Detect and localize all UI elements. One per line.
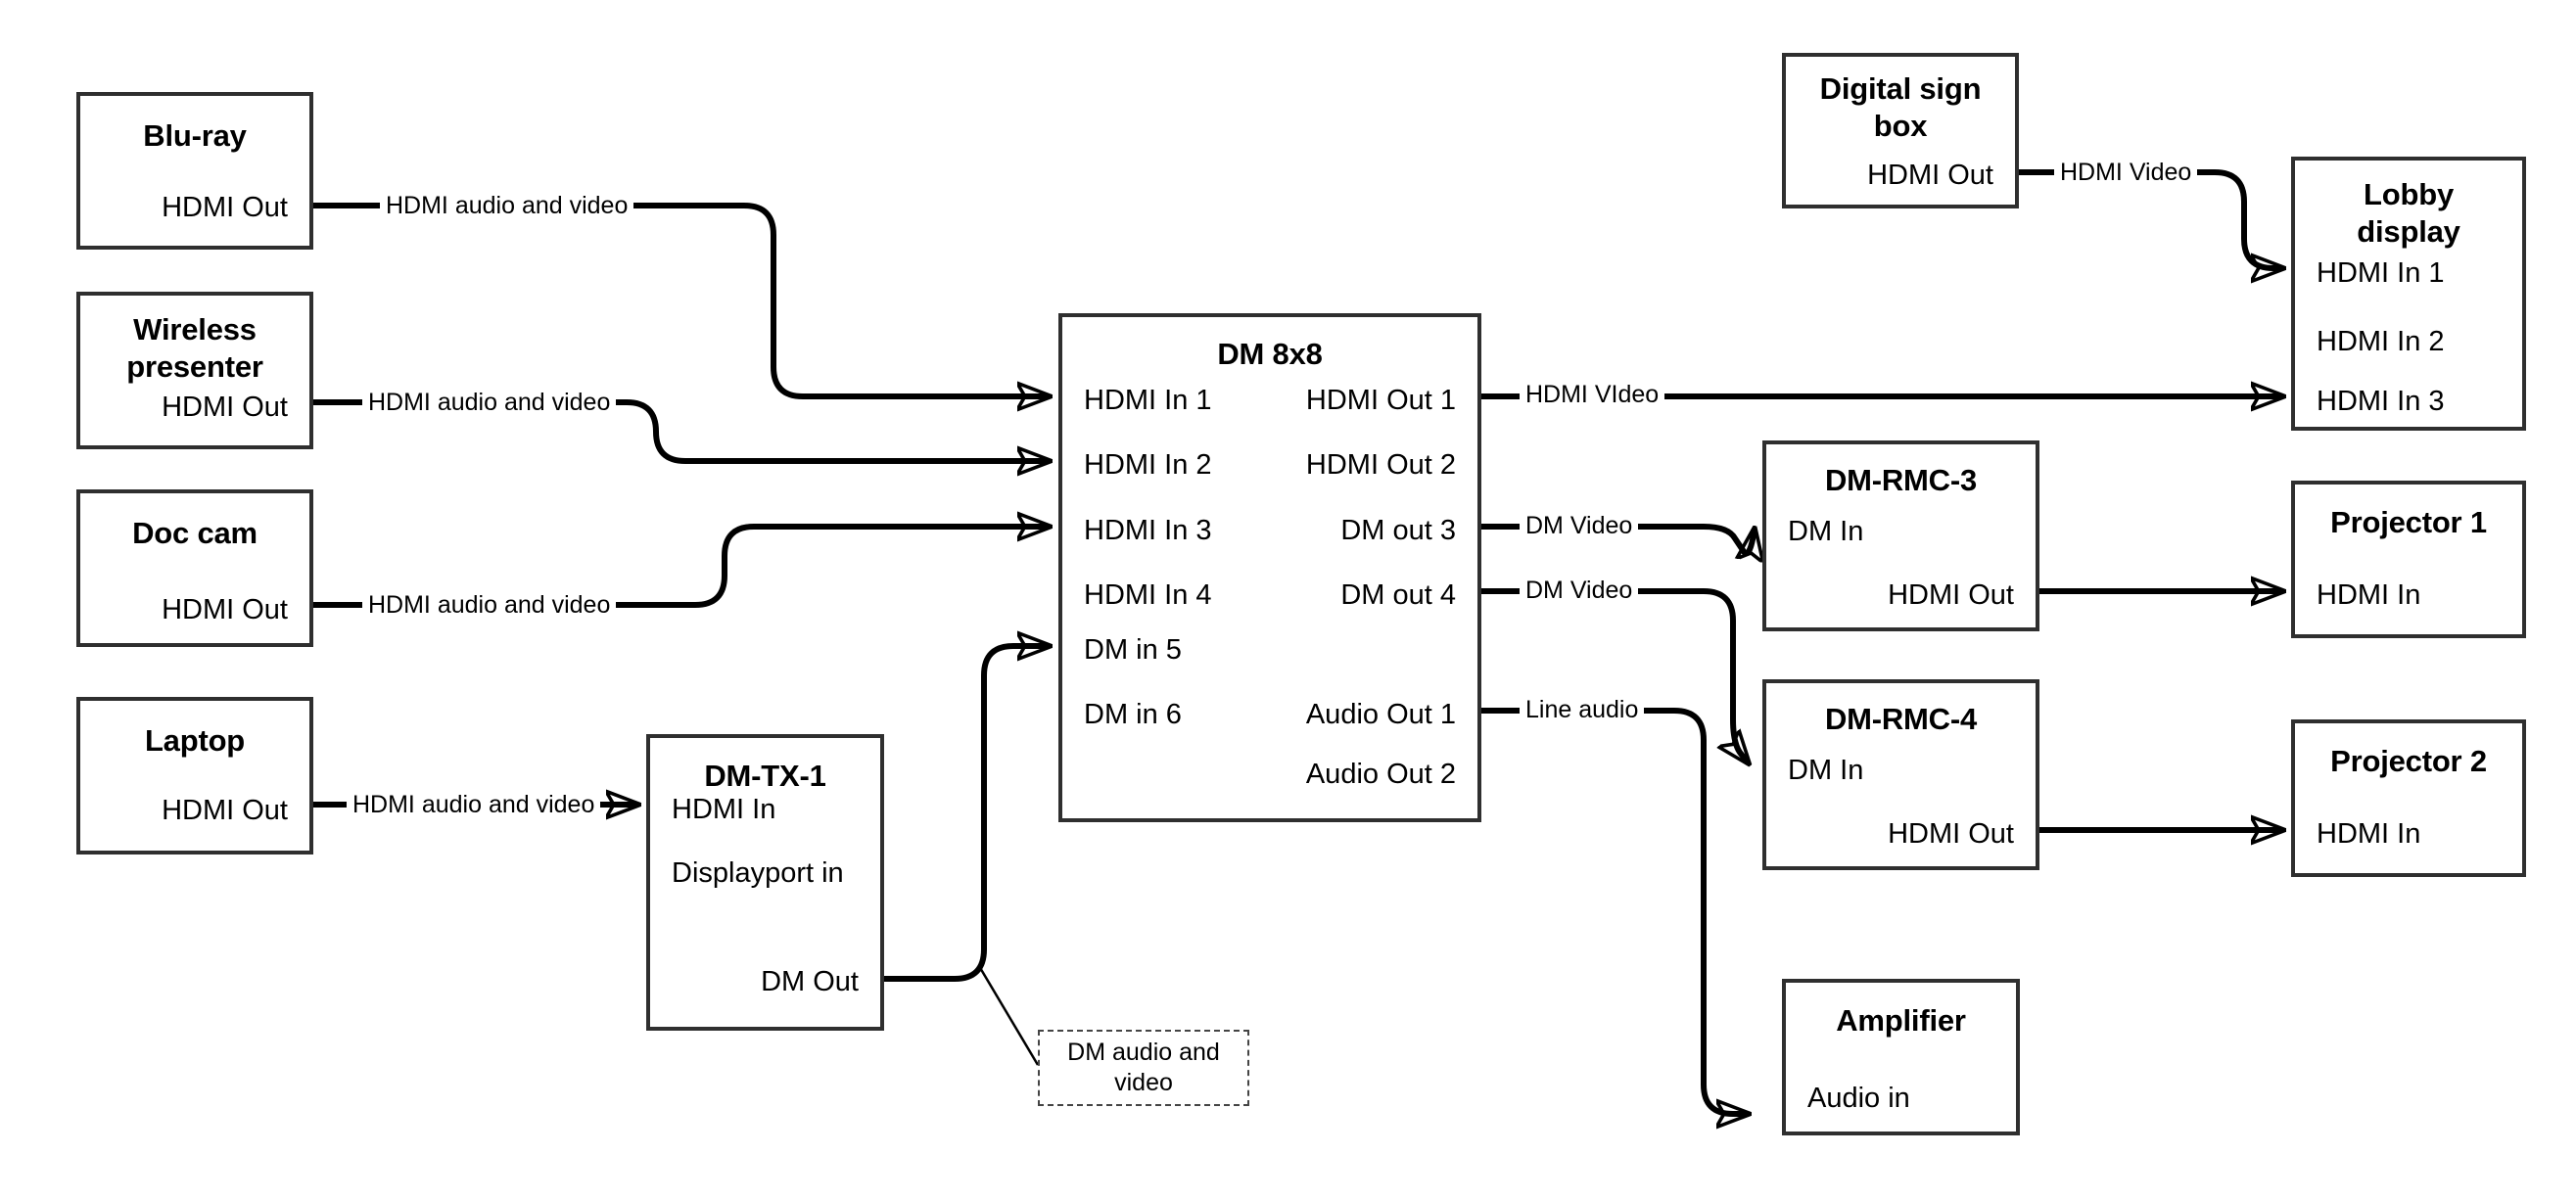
node-digital-sign-title-line1: Digital sign (1819, 71, 1982, 106)
port-dmtx1-hdmi-in[interactable]: HDMI In (672, 794, 776, 825)
port-lobby-hdmi-in-3[interactable]: HDMI In 3 (2317, 386, 2445, 417)
port-amplifier-audio-in[interactable]: Audio in (1807, 1083, 1910, 1114)
edge-label-dm-video-out4: DM Video (1520, 576, 1639, 605)
port-lobby-hdmi-in-2[interactable]: HDMI In 2 (2317, 326, 2445, 357)
port-projector1-hdmi-in[interactable]: HDMI In (2317, 579, 2421, 611)
node-dm-rmc-4[interactable]: DM-RMC-4 DM In HDMI Out (1762, 679, 2039, 870)
node-wireless-presenter[interactable]: Wireless presenter HDMI Out (76, 292, 313, 449)
port-doccam-hdmi-out[interactable]: HDMI Out (162, 594, 288, 625)
node-doc-cam[interactable]: Doc cam HDMI Out (76, 489, 313, 647)
node-projector-1-title: Projector 1 (2330, 505, 2487, 539)
port-rmc4-dm-in[interactable]: DM In (1788, 755, 1864, 786)
port-dm8x8-hdmi-out-1[interactable]: HDMI Out 1 (1305, 385, 1456, 416)
node-digital-sign-title-line2: box (1873, 109, 1928, 143)
port-rmc3-hdmi-out[interactable]: HDMI Out (1888, 579, 2014, 611)
edge-label-bluray: HDMI audio and video (380, 191, 634, 220)
port-bluray-hdmi-out[interactable]: HDMI Out (162, 192, 288, 223)
node-dm-rmc-4-title: DM-RMC-4 (1824, 702, 1978, 736)
node-dm-8x8[interactable]: DM 8x8 HDMI In 1 HDMI In 2 HDMI In 3 HDM… (1058, 313, 1481, 822)
port-dm8x8-audio-out-1[interactable]: Audio Out 1 (1305, 699, 1456, 730)
node-bluray[interactable]: Blu-ray HDMI Out (76, 92, 313, 250)
node-projector-1[interactable]: Projector 1 HDMI In (2291, 481, 2526, 638)
node-doc-cam-title: Doc cam (132, 516, 258, 550)
leader-dm-audio-video-note (977, 965, 1040, 1066)
port-dm8x8-dm-in-6[interactable]: DM in 6 (1084, 699, 1182, 730)
node-digital-sign-box[interactable]: Digital sign box HDMI Out (1782, 53, 2019, 208)
node-wireless-title-line2: presenter (126, 349, 263, 384)
port-wireless-hdmi-out[interactable]: HDMI Out (162, 392, 288, 423)
wire-bluray-to-dm8x8-in1 (313, 203, 1050, 396)
port-laptop-hdmi-out[interactable]: HDMI Out (162, 795, 288, 826)
node-dm-tx-1-title: DM-TX-1 (704, 759, 826, 793)
node-dm-8x8-title: DM 8x8 (1217, 337, 1323, 371)
edge-label-hdmi-video-out1: HDMI VIdeo (1520, 380, 1665, 409)
port-digital-sign-hdmi-out[interactable]: HDMI Out (1867, 160, 1993, 191)
node-amplifier-title: Amplifier (1836, 1003, 1966, 1038)
node-dm-rmc-3-title: DM-RMC-3 (1824, 463, 1978, 497)
port-dm8x8-dm-out-3[interactable]: DM out 3 (1340, 515, 1456, 546)
wire-dmtx1-to-dm8x8-in5 (884, 646, 1050, 982)
node-lobby-title-line1: Lobby (2364, 177, 2454, 211)
port-lobby-hdmi-in-1[interactable]: HDMI In 1 (2317, 257, 2445, 289)
node-lobby-title-line2: display (2357, 214, 2460, 249)
node-projector-2[interactable]: Projector 2 HDMI In (2291, 719, 2526, 877)
edge-label-line-audio: Line audio (1520, 695, 1645, 724)
note-line-1: DM audio and (1067, 1039, 1220, 1066)
node-projector-2-title: Projector 2 (2330, 744, 2487, 778)
port-dmtx1-dm-out[interactable]: DM Out (761, 966, 859, 997)
port-dmtx1-displayport-in[interactable]: Displayport in (672, 857, 844, 889)
port-rmc3-dm-in[interactable]: DM In (1788, 516, 1864, 547)
port-dm8x8-dm-out-4[interactable]: DM out 4 (1340, 579, 1456, 611)
port-dm8x8-dm-in-5[interactable]: DM in 5 (1084, 634, 1182, 666)
node-amplifier[interactable]: Amplifier Audio in (1782, 979, 2020, 1135)
note-dm-audio-and-video: DM audio and video (1038, 1030, 1249, 1106)
port-dm8x8-hdmi-in-4[interactable]: HDMI In 4 (1084, 579, 1212, 611)
node-laptop[interactable]: Laptop HDMI Out (76, 697, 313, 855)
node-dm-rmc-3[interactable]: DM-RMC-3 DM In HDMI Out (1762, 440, 2039, 631)
note-line-2: video (1114, 1069, 1173, 1096)
wire-dm8x8-out4-to-rmc4 (1481, 588, 1749, 763)
edge-label-laptop: HDMI audio and video (347, 790, 601, 819)
node-laptop-title: Laptop (144, 723, 246, 758)
port-dm8x8-audio-out-2[interactable]: Audio Out 2 (1305, 759, 1456, 790)
edge-label-wireless: HDMI audio and video (362, 388, 617, 417)
port-dm8x8-hdmi-in-2[interactable]: HDMI In 2 (1084, 449, 1212, 481)
port-dm8x8-hdmi-in-3[interactable]: HDMI In 3 (1084, 515, 1212, 546)
port-projector2-hdmi-in[interactable]: HDMI In (2317, 818, 2421, 850)
port-dm8x8-hdmi-out-2[interactable]: HDMI Out 2 (1305, 449, 1456, 481)
node-wireless-title-line1: Wireless (133, 312, 257, 346)
node-bluray-title: Blu-ray (143, 118, 247, 153)
edge-label-doccam: HDMI audio and video (362, 590, 617, 620)
node-lobby-display[interactable]: Lobby display HDMI In 1 HDMI In 2 HDMI I… (2291, 157, 2526, 431)
node-dm-tx-1[interactable]: DM-TX-1 HDMI In Displayport in DM Out (646, 734, 884, 1031)
edge-label-hdmi-video-sign: HDMI Video (2054, 158, 2198, 187)
wire-dm8x8-audio1-to-amplifier (1481, 708, 1749, 1114)
edge-label-dm-video-out3: DM Video (1520, 511, 1639, 540)
port-rmc4-hdmi-out[interactable]: HDMI Out (1888, 818, 2014, 850)
port-dm8x8-hdmi-in-1[interactable]: HDMI In 1 (1084, 385, 1212, 416)
